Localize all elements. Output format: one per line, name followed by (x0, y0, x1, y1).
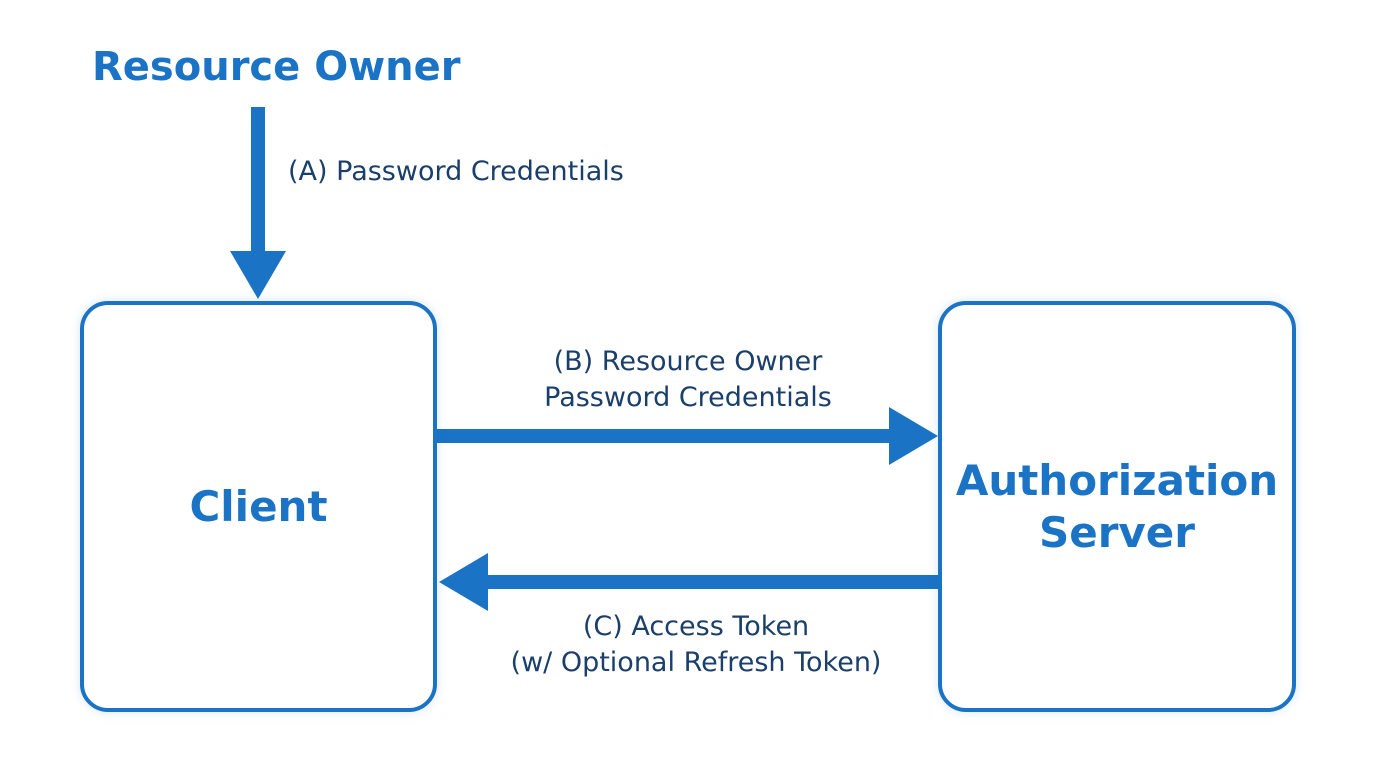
resource-owner-label: Resource Owner (92, 44, 461, 90)
flow-c-label: (C) Access Token (w/ Optional Refresh To… (470, 609, 922, 681)
arrow-b (437, 407, 938, 465)
flow-c-label-line1: (C) Access Token (582, 611, 810, 642)
flow-b-label: (B) Resource Owner Password Credentials (488, 344, 888, 416)
flow-c-label-line2: (w/ Optional Refresh Token) (510, 647, 882, 678)
authorization-server-label-line1: Authorization (955, 455, 1279, 505)
arrow-c (439, 553, 938, 611)
arrow-a (230, 107, 286, 299)
authorization-server-label-line2: Server (1038, 507, 1196, 557)
client-label: Client (189, 482, 328, 531)
flow-b-label-line2: Password Credentials (544, 382, 832, 413)
authorization-server-label: Authorization Server (956, 455, 1278, 559)
flow-a-label: (A) Password Credentials (288, 156, 624, 187)
authorization-server-box: Authorization Server (938, 301, 1296, 712)
client-box: Client (80, 301, 437, 712)
flow-b-label-line1: (B) Resource Owner (553, 346, 823, 377)
